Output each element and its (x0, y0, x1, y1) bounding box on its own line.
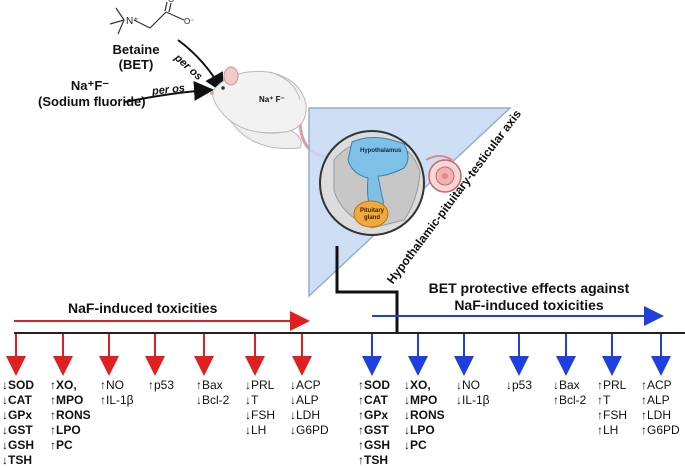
svg-text:O⁻: O⁻ (184, 17, 194, 26)
testis-illustration (425, 155, 462, 193)
marker-text: ↑Bcl-2 (553, 393, 587, 407)
left-col-antioxidants: ↓SOD↓CAT↓GPx↓GST↓GSH↓TSH (2, 378, 34, 468)
marker-text: ↓Bcl-2 (196, 393, 230, 407)
betaine-abbrev: (BET) (118, 57, 154, 72)
pituitary-label: Pituitary gland (359, 208, 384, 221)
right-col-inflammation: ↓NO↓IL-1β (456, 378, 490, 408)
marker-text: ↓LPO (404, 423, 435, 437)
left-col-oxidants: ↑XO,↑MPO↑RONS↑LPO↑PC (50, 378, 91, 453)
rat-naf-label: Na⁺ F⁻ (259, 95, 285, 104)
marker-text: ↑T (597, 393, 611, 407)
marker-text: ↑CAT (358, 393, 388, 407)
marker-text: ↓GSH (2, 438, 35, 452)
marker-text: ↓GST (2, 423, 33, 437)
svg-text:O: O (168, 0, 174, 4)
betaine-name: Betaine (112, 42, 160, 57)
right-col-hormones: ↑PRL↑T↑FSH↑LH (597, 378, 627, 438)
right-title-line1: BET protective effects against (428, 280, 630, 296)
right-title-line2: NaF-induced toxicities (454, 297, 604, 313)
marker-text: ↓LH (245, 423, 267, 437)
marker-text: ↓G6PD (290, 423, 329, 437)
naf-name: (Sodium fluoride) (38, 94, 146, 109)
marker-text: ↓MPO (404, 393, 438, 407)
connector-line (335, 246, 399, 334)
marker-text: ↑PRL (597, 378, 627, 392)
right-title: BET protective effects against NaF-induc… (424, 280, 634, 314)
brain-illustration (319, 130, 425, 236)
hypothalamus-label: Hypothalamus (360, 148, 402, 154)
marker-text: ↓XO, (404, 378, 431, 392)
marker-text: ↑GSH (358, 438, 391, 452)
marker-text: ↓SOD (2, 378, 35, 392)
marker-text: ↑ACP (641, 378, 672, 392)
marker-text: ↑p53 (148, 378, 175, 392)
marker-text: ↑ALP (641, 393, 670, 407)
right-col-antioxidants: ↑SOD↑CAT↑GPx↑GST↑GSH↑TSH (358, 378, 390, 468)
marker-text: ↓PC (404, 438, 427, 452)
marker-text: ↑FSH (597, 408, 627, 422)
marker-text: ↓LDH (290, 408, 321, 422)
right-col-enzymes: ↑ACP↑ALP↑LDH↑G6PD (641, 378, 680, 438)
naf-formula: Na⁺F⁻ (70, 78, 110, 93)
left-col-p53: ↑p53 (148, 378, 174, 393)
betaine-label: Betaine (BET) (106, 42, 166, 72)
svg-text:N⁺: N⁺ (126, 16, 139, 27)
left-col-hormones: ↓PRL↓T↓FSH↓LH (245, 378, 275, 438)
marker-text: ↓ALP (290, 393, 319, 407)
marker-text: ↓GPx (2, 408, 33, 422)
right-col-oxidants: ↓XO,↓MPO↓RONS↓LPO↓PC (404, 378, 445, 453)
marker-text: ↓RONS (404, 408, 445, 422)
left-col-enzymes: ↓ACP↓ALP↓LDH↓G6PD (290, 378, 329, 438)
right-col-apoptosis: ↓Bax↑Bcl-2 (553, 378, 586, 408)
right-col-p53: ↓p53 (506, 378, 532, 393)
marker-text: ↑XO, (50, 378, 77, 392)
marker-text: ↑Bax (196, 378, 223, 392)
marker-text: ↑IL-1β (100, 393, 134, 407)
marker-text: ↓FSH (245, 408, 275, 422)
left-col-inflammation: ↑NO↑IL-1β (100, 378, 134, 408)
marker-text: ↑GST (358, 423, 389, 437)
marker-text: ↑TSH (358, 453, 388, 467)
marker-text: ↓IL-1β (456, 393, 490, 407)
marker-text: ↓PRL (245, 378, 275, 392)
betaine-structure (109, 1, 185, 35)
marker-text: ↑PC (50, 438, 73, 452)
marker-text: ↑RONS (50, 408, 91, 422)
marker-text: ↑NO (100, 378, 124, 392)
red-down-arrows (6, 334, 312, 376)
blue-down-arrows (362, 334, 671, 376)
marker-text: ↓NO (456, 378, 480, 392)
marker-text: ↓Bax (553, 378, 580, 392)
marker-text: ↓TSH (2, 453, 32, 467)
marker-text: ↑LPO (50, 423, 81, 437)
marker-text: ↑SOD (358, 378, 391, 392)
marker-text: ↓p53 (506, 378, 533, 392)
marker-text: ↓CAT (2, 393, 32, 407)
marker-text: ↑LH (597, 423, 619, 437)
marker-text: ↑MPO (50, 393, 84, 407)
marker-text: ↑GPx (358, 408, 389, 422)
marker-text: ↓ACP (290, 378, 321, 392)
marker-text: ↑G6PD (641, 423, 680, 437)
marker-text: ↑LDH (641, 408, 672, 422)
marker-text: ↓T (245, 393, 259, 407)
left-title: NaF-induced toxicities (68, 300, 218, 316)
naf-arrow (124, 80, 214, 103)
left-col-apoptosis: ↑Bax↓Bcl-2 (196, 378, 229, 408)
naf-label: Na⁺F⁻ (Sodium fluoride) (38, 78, 146, 109)
